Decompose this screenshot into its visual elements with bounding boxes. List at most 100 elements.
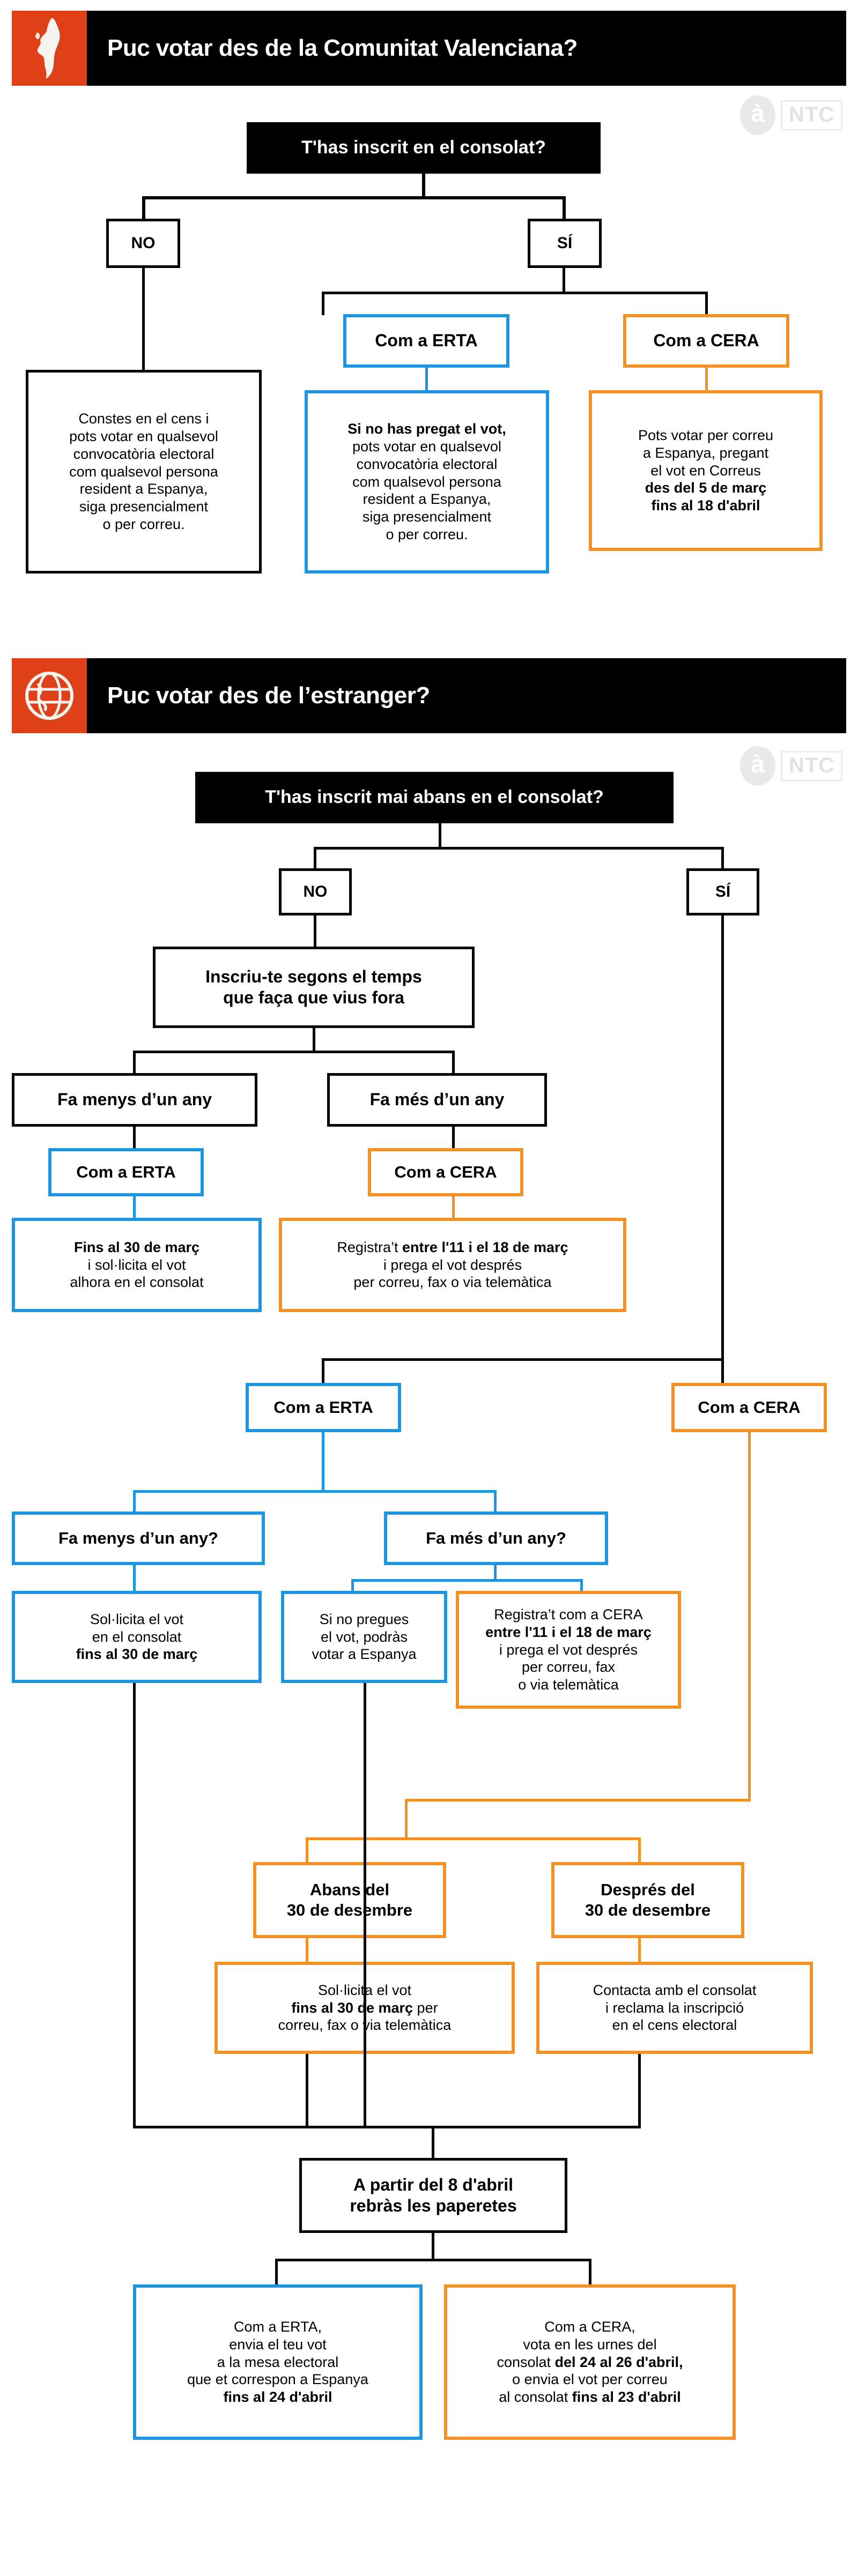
s2-abans-box: Abans del 30 de desembre — [253, 1862, 446, 1938]
s1-erta-line-1: Si no has pregat el vot, — [347, 420, 506, 437]
s1-erta-line-2: pots votar en qualsevol — [352, 438, 501, 455]
s2-abans-line-2: 30 de desembre — [286, 1901, 413, 1919]
s1-cera-line-3: el vot en Correus — [650, 462, 761, 479]
s1-cera-detail-box: Pots votar per correu a Espanya, pregant… — [589, 390, 823, 551]
s2-cera-d1-line-1: Registra’t entre l'11 i el 18 de març — [287, 1239, 618, 1256]
s2-abans-line-1: Abans del — [309, 1880, 390, 1900]
s1-line-root-down — [422, 174, 425, 198]
s2-line-qmenys-down — [133, 1565, 136, 1591]
s2-erta-detail-1: Fins al 30 de març i sol·licita el vot a… — [12, 1218, 262, 1312]
s1-line-cera-down — [705, 292, 708, 315]
s2-erta-label-2: Com a ERTA — [246, 1383, 401, 1432]
s2-solicita-line-2: en el consolat — [92, 1628, 182, 1645]
s1-no-line-1: Constes en el cens i — [78, 410, 209, 427]
s2-line-despres-stem — [638, 1837, 641, 1863]
s2-line-qmes-down — [494, 1565, 497, 1581]
s2-sinopregues-line-3: votar a Espanya — [312, 1646, 417, 1663]
s2-line-si-long — [721, 915, 724, 1360]
s2-line-cera2-stem — [721, 1358, 724, 1384]
s1-no-line-6: siga presencialment — [79, 498, 209, 515]
watermark-ntc-box: NTC — [781, 100, 843, 131]
watermark-circle-letter: à — [740, 95, 775, 135]
s2-line-qmes-split-h — [351, 1579, 583, 1582]
s2-line-cera2-long — [748, 1432, 751, 1801]
s2-despres-box: Després del 30 de desembre — [551, 1862, 744, 1938]
s2-despres-line-2: 30 de desembre — [585, 1901, 711, 1919]
s2-line-erta2-riser — [322, 1460, 324, 1492]
s2-final-cera-line-2: vota en les urnes del — [523, 2336, 657, 2352]
s2-line-no-to-inscriu — [314, 915, 316, 948]
watermark-apuntmedia-2: à NTC — [740, 746, 843, 786]
s2-abans-d-line-2: fins al 30 de març per — [223, 1999, 506, 2017]
s1-line-si-down — [563, 196, 566, 221]
s2-despres-line-1: Després del — [601, 1880, 695, 1900]
s2-line-mes-stem — [452, 1051, 455, 1074]
s2-cera-detail-1: Registra’t entre l'11 i el 18 de març i … — [279, 1218, 626, 1312]
s1-no-line-2: pots votar en qualsevol — [69, 428, 218, 444]
s2-final-erta-line-4: que et correspon a Espanya — [187, 2371, 368, 2388]
s2-line-paperetes-down — [432, 2233, 434, 2261]
s2-despres-d-line-3: en el cens electoral — [612, 2017, 737, 2034]
s2-final-erta-line-1: Com a ERTA, — [233, 2318, 322, 2335]
s1-cera-line-1: Pots votar per correu — [638, 427, 774, 443]
s1-no-line-3: convocatòria electoral — [73, 445, 214, 462]
s2-erta-d1-line-2: i sol·licita el vot — [87, 1256, 186, 1273]
s2-erta-d1-line-1: Fins al 30 de març — [73, 1239, 200, 1255]
s2-final-erta-box: Com a ERTA, envia el teu vot a la mesa e… — [133, 2284, 423, 2440]
s2-despres-d-line-2: i reclama la inscripció — [605, 1999, 744, 2016]
s2-line-cera2-elbow — [405, 1799, 751, 1801]
s2-final-cera-l5-pre: al consolat — [499, 2389, 572, 2406]
s1-erta-line-4: com qualsevol persona — [352, 473, 501, 490]
s2-final-erta-line-3: a la mesa electoral — [217, 2354, 339, 2370]
s1-erta-line-7: o per correu. — [386, 526, 468, 543]
section1-banner: Puc votar des de la Comunitat Valenciana… — [12, 11, 846, 86]
s2-sinopregues-line-1: Si no pregues — [319, 1611, 409, 1627]
s2-root-question: T'has inscrit mai abans en el consolat? — [195, 772, 674, 823]
globe-icon — [12, 658, 87, 733]
s2-registra-line-5: o via telemàtica — [518, 1677, 619, 1693]
s1-cera-label: Com a CERA — [623, 314, 789, 368]
s1-erta-line-5: resident a Espanya, — [363, 491, 491, 508]
s2-fa-mes-box: Fa més d’un any — [327, 1073, 547, 1127]
s2-cera-d1-line-2: i prega el vot després — [383, 1256, 522, 1273]
s1-line-si-split-h — [322, 292, 708, 294]
s2-sinopregues-box: Si no pregues el vot, podràs votar a Esp… — [281, 1591, 447, 1683]
s2-registra-line-2: entre l'11 i el 18 de març — [485, 1624, 652, 1640]
s1-branch-si: SÍ — [528, 219, 602, 268]
s2-line-merge-to-paperetes — [432, 2126, 434, 2161]
s2-line-merge-left-down — [133, 1683, 136, 2128]
s2-erta-label-1: Com a ERTA — [48, 1148, 204, 1196]
s1-line-split-h — [142, 196, 566, 199]
s2-final-cera-line-5: al consolat fins al 23 d'abril — [453, 2388, 727, 2406]
s2-line-abans-down — [306, 1938, 308, 1963]
s2-line-menys-to-erta — [133, 1127, 136, 1149]
watermark-ntc-box-2: NTC — [781, 750, 843, 781]
s2-paperetes-line-1: A partir del 8 d'abril — [353, 2175, 514, 2194]
s2-erta-d1-line-3: alhora en el consolat — [70, 1274, 204, 1291]
s2-line-cera2-drop — [405, 1799, 408, 1840]
s1-no-detail-box: Constes en el cens i pots votar en quals… — [26, 370, 262, 574]
s2-registra-line-1: Registra’t com a CERA — [494, 1606, 643, 1622]
s2-line-inscriu-down — [313, 1028, 315, 1053]
s2-abans-d-bold: fins al 30 de març — [291, 1999, 413, 2016]
s1-line-si-stem — [563, 268, 565, 294]
s2-cera-d1-dates: entre l'11 i el 18 de març — [402, 1239, 568, 1255]
s2-abans-d-suffix: per — [413, 1999, 438, 2016]
s2-branch-si: SÍ — [686, 868, 759, 915]
s2-line-inscriu-split-h — [133, 1051, 455, 1053]
s2-final-cera-line-4: o envia el vot per correu — [512, 2371, 668, 2388]
s2-line-merge-abans-down — [306, 2054, 308, 2128]
s1-branch-no: NO — [106, 219, 180, 268]
s2-line-q-mes-stem — [494, 1490, 497, 1513]
valencia-map-icon — [12, 11, 87, 86]
s2-final-cera-l3-bold: del 24 al 26 d'abril, — [554, 2354, 683, 2370]
s2-inscriu-line-1: Inscriu-te segons el temps — [205, 966, 422, 986]
s1-erta-line-3: convocatòria electoral — [356, 456, 498, 472]
watermark-apuntmedia-1: à NTC — [740, 95, 843, 135]
s2-fa-menys-box: Fa menys d’un any — [12, 1073, 257, 1127]
s2-cera-label-1: Com a CERA — [368, 1148, 523, 1196]
s2-line-erta2-stem — [322, 1358, 324, 1384]
s2-solicita-line-3: fins al 30 de març — [76, 1646, 198, 1663]
s2-line-split-h — [314, 847, 724, 850]
